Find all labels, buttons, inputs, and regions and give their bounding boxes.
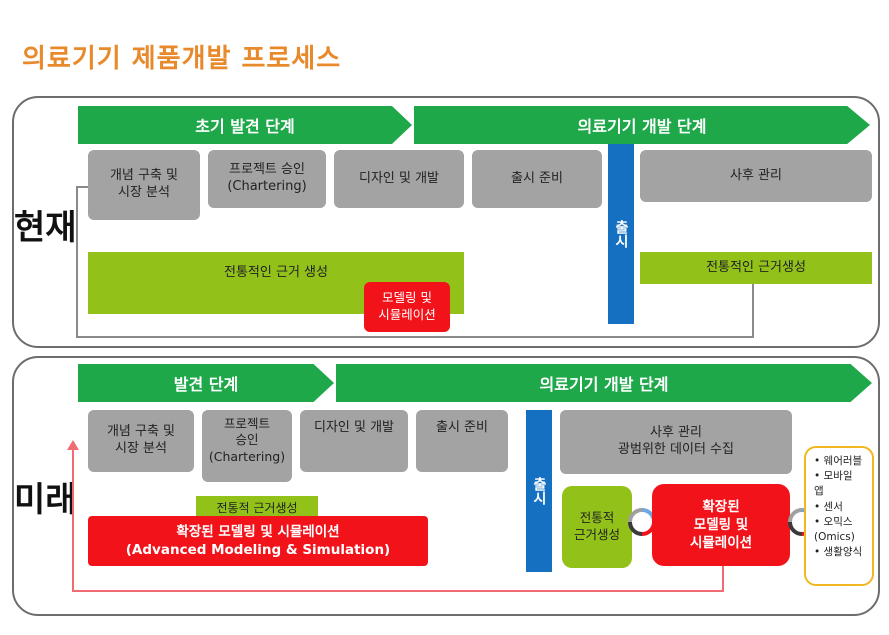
current-label: 현재 [14,208,77,248]
traditional-evidence-generation-post: 전통적인 근거생성 [640,252,872,284]
future-traditional-evidence-right: 전통적 근거생성 [562,486,632,568]
data-source-wearable: • 웨어러블 [814,455,863,467]
future-feedback-arrowhead [67,440,79,450]
future-feedback-line-right [722,566,724,592]
future-step-design-development: 디자인 및 개발 [300,410,408,472]
data-sources-list: • 웨어러블 • 모바일 앱 • 센서 • 오믹스 (Omics) • 생활양식 [804,446,874,586]
future-launch-bar: 출시 [526,410,552,572]
future-extended-modeling-box: 확장된 모델링 및 시뮬레이션 [652,484,790,566]
data-source-lifestyle: • 생활양식 [814,546,863,559]
future-label: 미래 [14,480,77,520]
phase-arrow-device-development-future: 의료기기 개발 단계 [336,364,872,402]
phase-arrow-device-development: 의료기기 개발 단계 [414,106,870,144]
future-step-post-market-data-collection: 사후 관리 광범위한 데이터 수집 [560,410,792,474]
future-feedback-line-left [72,446,74,592]
feedback-line-left [76,186,78,338]
step-concept-market-analysis: 개념 구축 및 시장 분석 [88,150,200,220]
advanced-modeling-simulation-box: 확장된 모델링 및 시뮬레이션 (Advanced Modeling & Sim… [88,516,428,566]
future-feedback-line-bottom [72,590,724,592]
phase-arrow-discovery: 발견 단계 [78,364,334,402]
launch-bar: 출시 [608,144,634,324]
step-launch-preparation: 출시 준비 [472,150,602,208]
data-source-omics: • 오믹스 (Omics) [814,515,855,544]
data-source-mobile-app: • 모바일 앱 [814,470,853,498]
phase-arrow-early-discovery: 초기 발견 단계 [78,106,412,144]
step-post-market-management: 사후 관리 [640,150,872,202]
step-project-chartering: 프로젝트 승인 (Chartering) [208,150,326,208]
step-design-development: 디자인 및 개발 [334,150,464,208]
page-title: 의료기기 제품개발 프로세스 [22,44,342,74]
future-step-project-chartering: 프로젝트 승인 (Chartering) [202,410,292,482]
feedback-arrow [76,186,88,188]
future-step-launch-preparation: 출시 준비 [416,410,508,472]
feedback-line-right [752,284,754,338]
data-source-sensor: • 센서 [814,500,843,513]
feedback-line-bottom [76,336,754,338]
future-step-concept-market-analysis: 개념 구축 및 시장 분석 [88,410,194,472]
modeling-simulation-box: 모델링 및 시뮬레이션 [364,282,450,332]
